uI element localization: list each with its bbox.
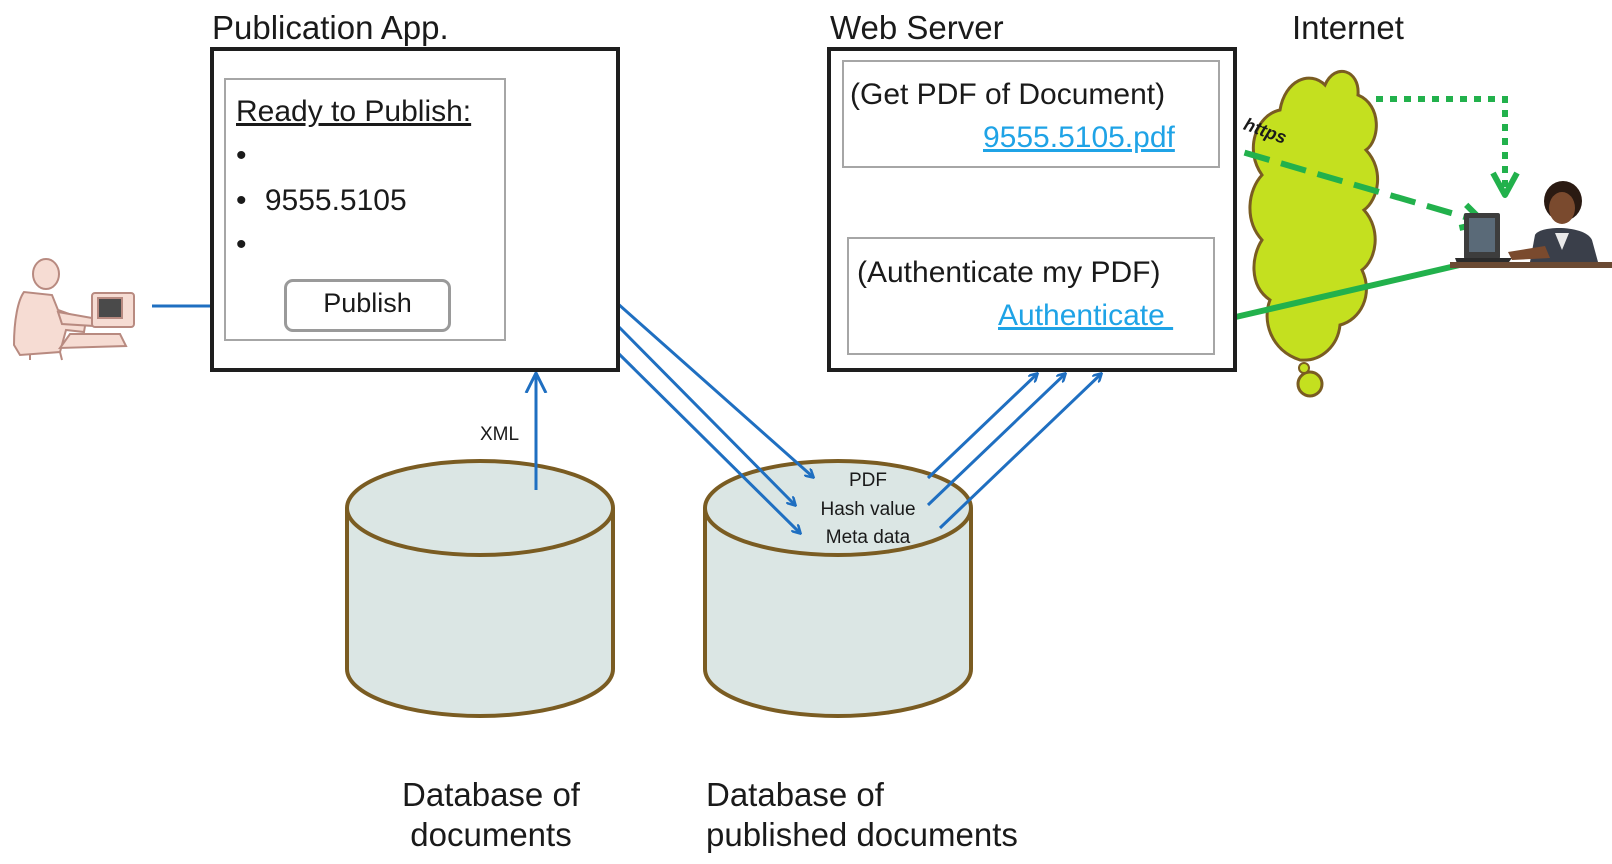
internet-title: Internet bbox=[1292, 9, 1404, 46]
authenticate-caption: (Authenticate my PDF) bbox=[857, 256, 1161, 289]
pdf-download-link[interactable]: 9555.5105.pdf bbox=[983, 121, 1175, 154]
db-field-hash-value: Hash value bbox=[820, 499, 916, 520]
ready-to-publish-heading: Ready to Publish: bbox=[236, 95, 472, 128]
bullet-icon: • bbox=[236, 184, 247, 217]
database-published-label-line2: published documents bbox=[706, 816, 1018, 853]
publish-arrows bbox=[615, 301, 813, 533]
database-published-label: Database of published documents bbox=[706, 775, 1018, 855]
database-documents-label-line2: documents bbox=[410, 816, 572, 853]
db-field-pdf: PDF bbox=[849, 470, 887, 491]
serve-arrows bbox=[926, 374, 1101, 530]
list-item[interactable]: • bbox=[236, 139, 257, 173]
publisher-person-icon bbox=[12, 258, 135, 361]
publish-button[interactable]: Publish bbox=[284, 279, 451, 332]
web-server-title: Web Server bbox=[830, 9, 1004, 46]
get-pdf-caption: (Get PDF of Document) bbox=[850, 78, 1166, 111]
list-item-label: 9555.5105 bbox=[264, 184, 407, 217]
database-published-cylinder bbox=[703, 459, 973, 718]
db-field-meta-data: Meta data bbox=[825, 527, 911, 548]
bullet-icon: • bbox=[236, 228, 247, 261]
authenticate-link[interactable]: Authenticate bbox=[998, 299, 1174, 332]
database-published-label-line1: Database of bbox=[706, 776, 884, 813]
database-documents-label-line1: Database of bbox=[402, 776, 580, 813]
authenticate-panel bbox=[847, 237, 1215, 355]
authenticate-arrow bbox=[1209, 254, 1495, 333]
internet-cloud bbox=[1248, 69, 1380, 398]
database-documents-label: Database of documents bbox=[386, 775, 596, 855]
download-dotted-arrow bbox=[1376, 96, 1520, 198]
publication-app-title: Publication App. bbox=[212, 9, 449, 46]
reader-person-icon bbox=[1450, 181, 1612, 268]
database-documents-cylinder bbox=[345, 459, 615, 718]
list-item[interactable]: • bbox=[236, 228, 257, 262]
https-arrow bbox=[1207, 139, 1487, 231]
xml-label: XML bbox=[480, 424, 520, 445]
bullet-icon: • bbox=[236, 139, 247, 172]
list-item[interactable]: • 9555.5105 bbox=[236, 184, 407, 218]
get-pdf-panel bbox=[842, 60, 1220, 168]
